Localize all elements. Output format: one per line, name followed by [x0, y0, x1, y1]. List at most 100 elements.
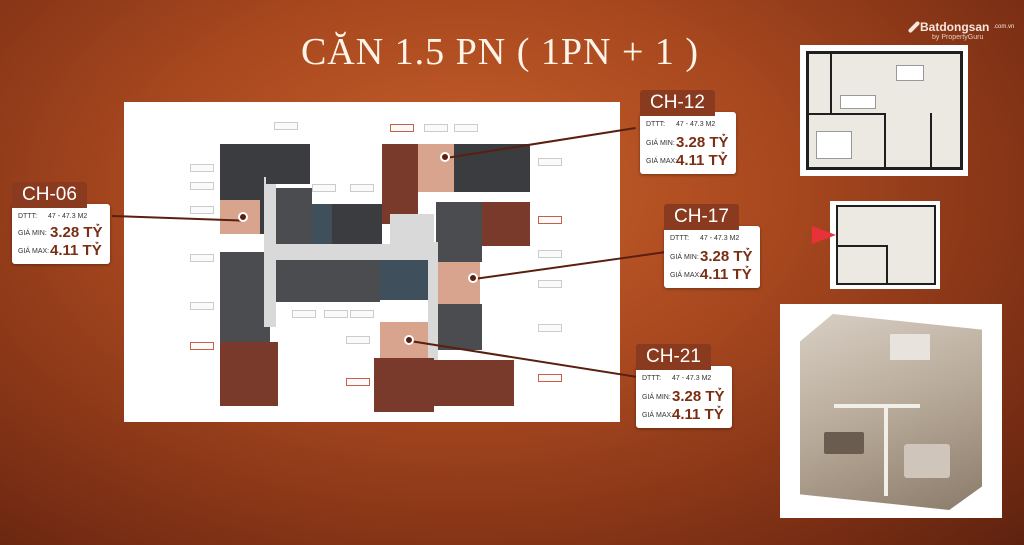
unit-tag — [190, 164, 214, 172]
brand-name: Batdongsan — [920, 20, 990, 34]
plan-block — [266, 144, 310, 184]
unit-tag — [190, 302, 214, 310]
page-title: CĂN 1.5 PN ( 1PN + 1 ) — [300, 31, 700, 73]
max-label: GIÁ MAX: — [642, 412, 674, 419]
max-price: 4.11 TỶ — [50, 242, 102, 259]
brand: Batdongsan .com.vn by PropertyGuru — [907, 20, 1015, 41]
max-label: GIÁ MAX: — [670, 272, 702, 279]
plan-block — [220, 252, 270, 342]
min-label: GIÁ MIN: — [18, 230, 47, 237]
render-bed — [904, 444, 950, 478]
unit-tag — [190, 254, 214, 262]
plan-wall — [830, 51, 832, 113]
floor-plan — [124, 102, 620, 422]
unit-tag — [190, 342, 214, 350]
plan-wall — [930, 113, 932, 167]
stair-core — [390, 214, 434, 244]
area-label: DTTT: — [670, 235, 690, 242]
plan-wall — [960, 51, 963, 170]
unit-tag — [350, 310, 374, 318]
plan-block — [312, 204, 332, 244]
unit-tag — [538, 250, 562, 258]
max-price: 4.11 TỶ — [676, 152, 728, 169]
unit-tag — [538, 158, 562, 166]
unit-tag — [538, 280, 562, 288]
unit-tag — [424, 124, 448, 132]
marker-ch21 — [404, 335, 414, 345]
unit-tag — [190, 206, 214, 214]
plan-wall — [806, 51, 809, 170]
bed — [816, 131, 852, 159]
min-label: GIÁ MIN: — [670, 254, 699, 261]
plan-block — [220, 342, 278, 406]
unit-ch17 — [438, 262, 480, 304]
brand-logo: Batdongsan .com.vn — [907, 20, 1015, 34]
marker-ch17 — [468, 273, 478, 283]
unit-plan-large — [800, 45, 968, 176]
area-label: DTTT: — [18, 213, 38, 220]
min-price: 3.28 TỶ — [672, 388, 725, 405]
corridor — [264, 244, 454, 260]
brand-tld: .com.vn — [993, 24, 1015, 30]
unit-tag — [292, 310, 316, 318]
unit-3d-render — [780, 304, 1002, 518]
marker-ch06 — [238, 212, 248, 222]
max-price: 4.11 TỶ — [672, 406, 724, 423]
plan-wall — [806, 113, 886, 115]
plan-block — [382, 144, 418, 224]
min-price: 3.28 TỶ — [676, 134, 729, 151]
plan-block — [380, 260, 428, 300]
plan-wall — [806, 167, 962, 170]
unit-tag — [274, 122, 298, 130]
card-ch06: CH-06 DTTT: 47 - 47.3 M2 GIÁ MIN: 3.28 T… — [12, 182, 110, 264]
card-ch17: CH-17 DTTT: 47 - 47.3 M2 GIÁ MIN: 3.28 T… — [664, 204, 760, 288]
plan-wall — [836, 205, 936, 207]
area-label: DTTT: — [646, 121, 666, 128]
house-logo-icon — [907, 20, 921, 34]
dining-table — [896, 65, 924, 81]
marker-ch12 — [440, 152, 450, 162]
card-code: CH-12 — [640, 90, 715, 116]
plan-block — [374, 358, 434, 412]
plan-block — [276, 188, 312, 244]
unit-tag — [350, 184, 374, 192]
plan-wall — [836, 245, 888, 247]
render-wall — [834, 404, 920, 408]
area-value: 47 - 47.3 M2 — [676, 121, 716, 128]
min-price: 3.28 TỶ — [700, 248, 753, 265]
corridor — [428, 242, 438, 382]
card-ch12: CH-12 DTTT: 47 - 47.3 M2 GIÁ MIN: 3.28 T… — [640, 90, 736, 174]
plan-block — [438, 304, 482, 350]
max-price: 4.11 TỶ — [700, 266, 752, 283]
card-code: CH-21 — [636, 344, 711, 370]
unit-tag — [346, 378, 370, 386]
plan-wall — [886, 245, 888, 283]
unit-tag — [312, 184, 336, 192]
render-wall — [884, 408, 888, 496]
plan-block — [436, 202, 482, 262]
max-label: GIÁ MAX: — [18, 248, 50, 255]
unit-tag — [454, 124, 478, 132]
card-code: CH-06 — [12, 182, 87, 208]
area-value: 47 - 47.3 M2 — [48, 213, 88, 220]
plan-wall — [934, 205, 936, 285]
view-direction-icon — [812, 226, 836, 244]
plan-block — [482, 202, 530, 246]
unit-tag — [390, 124, 414, 132]
unit-tag — [190, 182, 214, 190]
plan-wall — [836, 283, 936, 285]
card-ch21: CH-21 DTTT: 47 - 47.3 M2 GIÁ MIN: 3.28 T… — [636, 344, 732, 428]
plan-block — [434, 360, 514, 406]
brand-sub: by PropertyGuru — [932, 34, 984, 41]
plan-block — [454, 144, 530, 192]
unit-tag — [538, 374, 562, 382]
area-value: 47 - 47.3 M2 — [700, 235, 740, 242]
area-label: DTTT: — [642, 375, 662, 382]
unit-ch12 — [418, 144, 454, 192]
plan-block — [276, 260, 380, 302]
unit-tag — [324, 310, 348, 318]
card-code: CH-17 — [664, 204, 739, 230]
sofa — [840, 95, 876, 109]
render-sofa — [824, 432, 864, 454]
min-price: 3.28 TỶ — [50, 224, 103, 241]
